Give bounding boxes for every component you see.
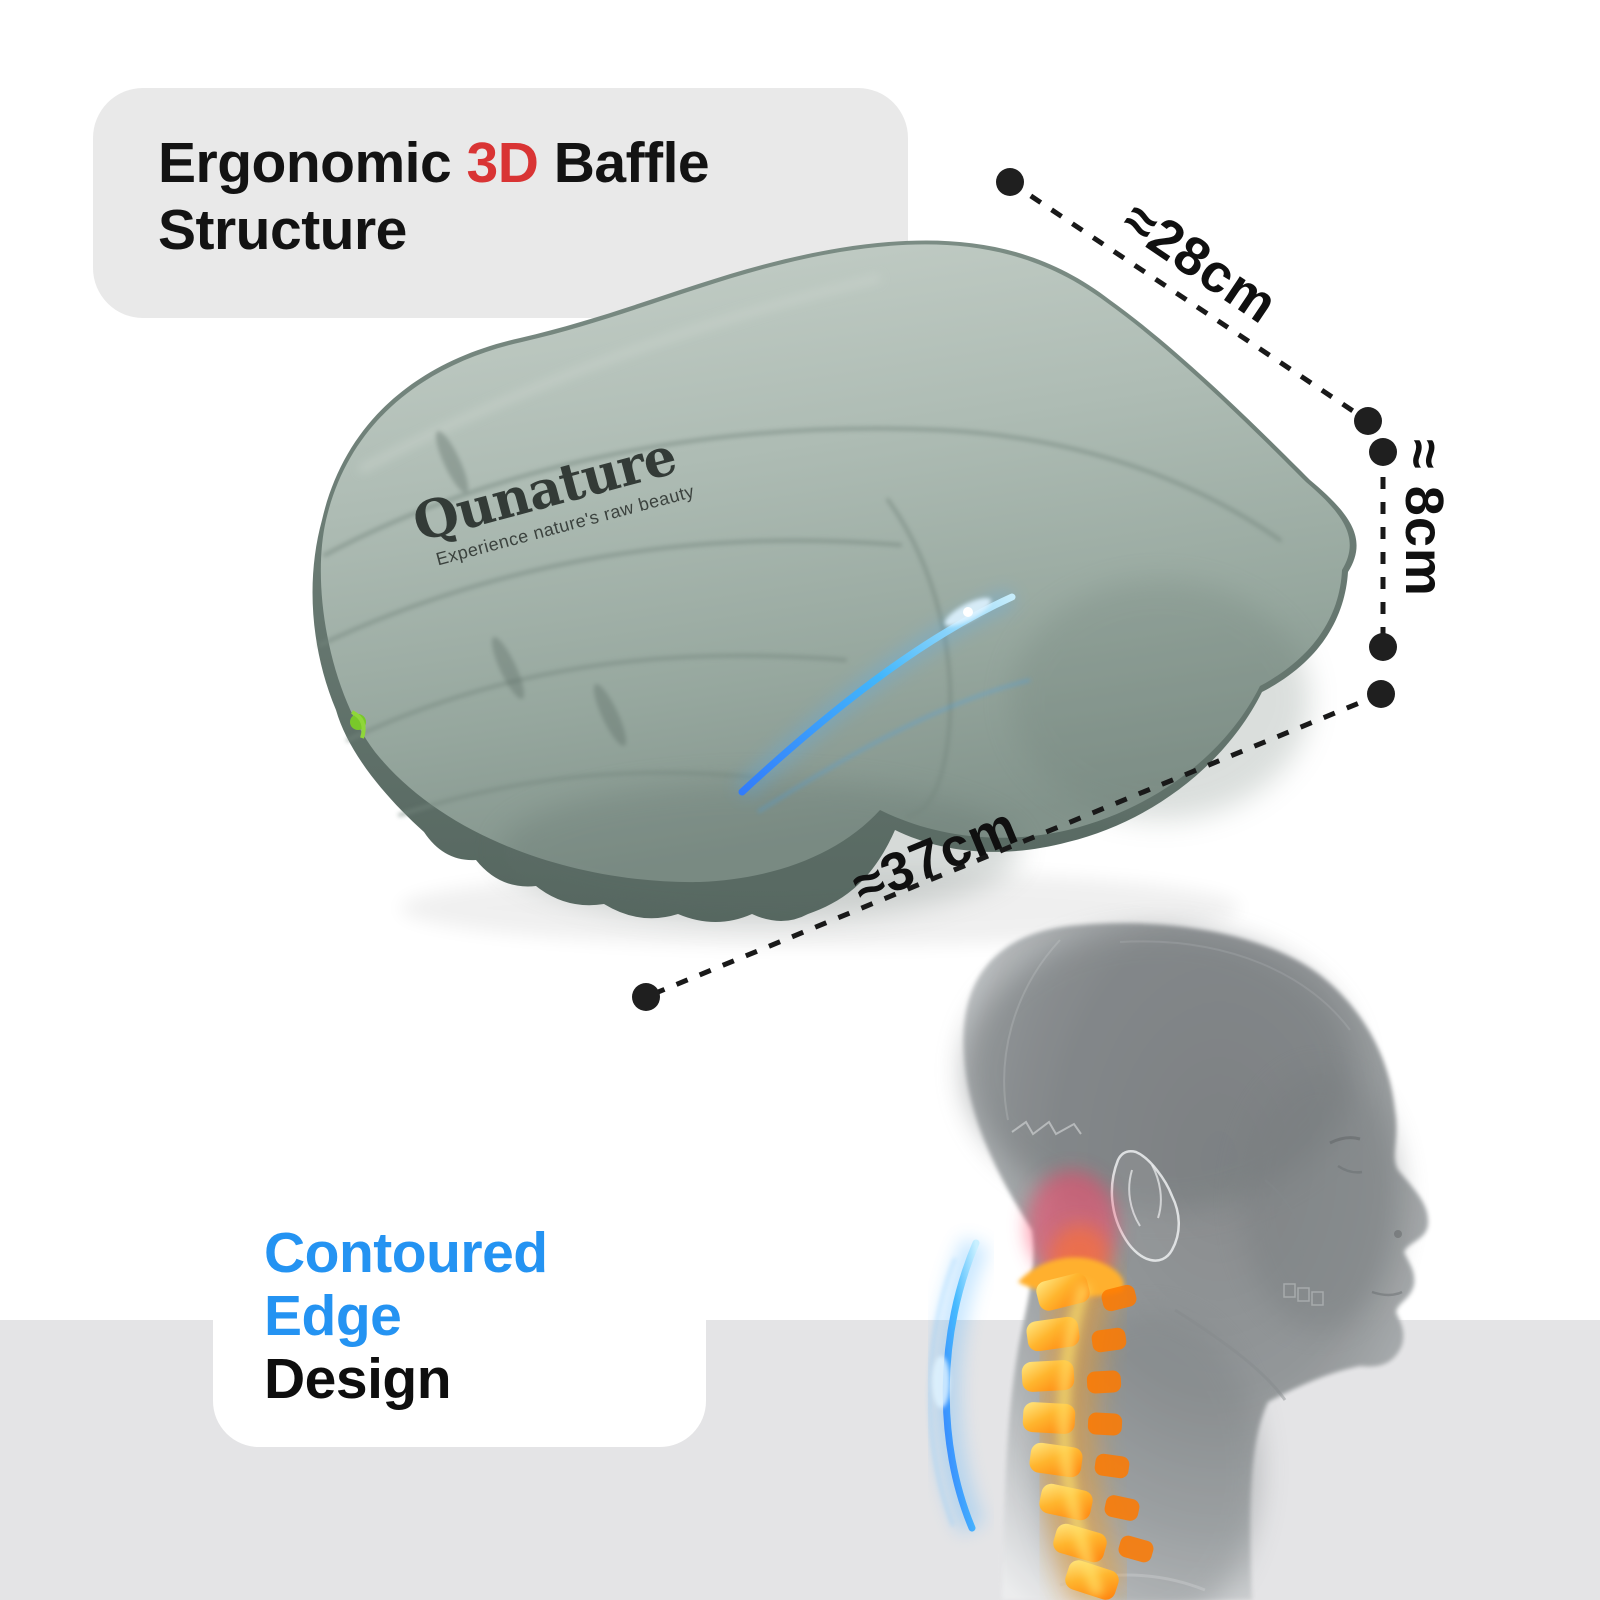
brow-line: [1329, 1136, 1361, 1145]
pillow-illustration: Qunature Experience nature's raw beauty: [312, 240, 1357, 946]
tooth-hint: [1283, 1283, 1296, 1298]
eye-line: [1337, 1164, 1363, 1174]
blue-contour-arc: [928, 1237, 989, 1534]
head-xray-illustration: [928, 923, 1429, 1600]
pillow-shade-right: [1010, 580, 1310, 820]
vertebra-process: [1087, 1412, 1123, 1436]
dimension-label-height: ≈ 8cm: [1394, 439, 1454, 597]
dimension-line-depth: [645, 691, 1382, 1000]
jaw-line: [1174, 1308, 1287, 1401]
title-word-post: Baffle: [553, 131, 710, 195]
ear: [1110, 1150, 1180, 1262]
baffle-seam-2: [318, 538, 902, 647]
feature-line-3: Design: [264, 1347, 452, 1411]
streak-echo: [757, 678, 1031, 814]
ear-inner-curl: [1128, 1164, 1162, 1227]
valve-cord: [351, 710, 366, 739]
vertebra-process: [1104, 1495, 1140, 1521]
title-word-pre: Ergonomic: [158, 131, 452, 195]
dimension-dot: [632, 983, 660, 1011]
baffle-seam-4: [398, 770, 762, 817]
vertebra-process: [1094, 1453, 1130, 1479]
skull-top-line: [1119, 940, 1351, 1031]
feature-line-1: Contoured: [264, 1221, 548, 1285]
spine-bright-core: [1057, 1283, 1104, 1597]
weld-dimple-2: [491, 637, 525, 699]
dimension-dot: [996, 168, 1024, 196]
weld-dimple-3: [593, 684, 627, 746]
feature-caption-card: [213, 1150, 706, 1447]
baffle-seam-1: [323, 426, 1282, 557]
skull-suture-line: [1011, 1120, 1082, 1136]
title-line-2: Structure: [158, 198, 407, 262]
vertebra-process: [1118, 1535, 1154, 1563]
dimension-line-width: [1008, 179, 1370, 424]
nostril-dot: [1394, 1230, 1402, 1238]
valve-green: [350, 710, 366, 739]
title-line-1: Ergonomic 3D Baffle: [158, 130, 710, 197]
face-shade: [1240, 1070, 1400, 1330]
tooth-hint: [1297, 1287, 1310, 1302]
arc-echo: [928, 1257, 957, 1527]
weld-dimple-1: [435, 431, 469, 493]
title-word-accent: 3D: [466, 131, 539, 195]
dimension-dot: [1367, 680, 1395, 708]
dimension-label-width: ≈28cm: [1112, 189, 1289, 335]
lips-line: [1371, 1290, 1403, 1297]
feature-line-2: Edge: [264, 1284, 402, 1348]
cervical-spine: [1018, 1170, 1154, 1600]
vertebra-process: [1101, 1284, 1137, 1312]
vertebra-process: [1091, 1327, 1127, 1353]
streak-flare-core: [963, 607, 973, 617]
feature-caption: Contoured Edge Design: [264, 1222, 548, 1411]
arc-flare: [932, 1356, 950, 1408]
baffle-seam-3: [346, 653, 847, 742]
dimension-dot: [1369, 438, 1397, 466]
blue-light-streak: [735, 588, 1031, 814]
vertebra-process: [1086, 1370, 1122, 1394]
dimension-dot: [1354, 407, 1382, 435]
cheekbone-line: [1264, 1179, 1304, 1266]
page-title: Ergonomic 3D Baffle Structure: [158, 130, 710, 264]
dimension-dot: [1369, 633, 1397, 661]
pillow-shade-bottom: [500, 780, 1020, 920]
pillow-top-highlight: [358, 274, 881, 474]
skull-back-line: [1003, 939, 1061, 1121]
contour-seam-vertical: [886, 498, 953, 818]
tooth-hint: [1311, 1291, 1324, 1306]
